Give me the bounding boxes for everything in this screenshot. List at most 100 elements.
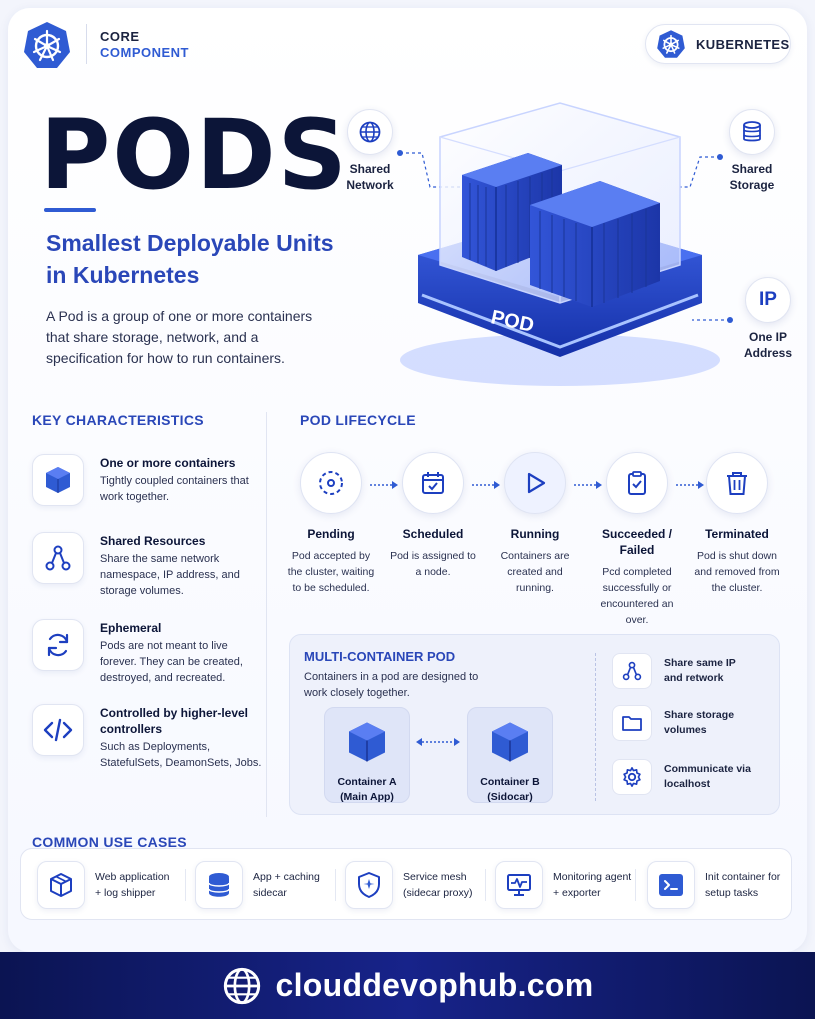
cube-icon: [492, 722, 528, 762]
use-case-text: Web application+ log shipper: [95, 871, 170, 899]
characteristics-heading: KEY CHARACTERISTICS: [32, 412, 204, 428]
database-icon: [195, 861, 243, 909]
monitor-pulse-icon: [495, 861, 543, 909]
shared-storage-label: Shared Storage: [729, 162, 775, 192]
brand-divider: [86, 24, 87, 64]
arrow-right-icon: [676, 481, 704, 489]
brand-line2: COMPONENT: [100, 45, 189, 60]
kubernetes-small-icon: [657, 30, 685, 58]
use-case-divider: [335, 869, 336, 901]
footer-bar: clouddevophub.com: [0, 952, 815, 1019]
use-cases-panel: Web application+ log shipper App + cachi…: [20, 848, 792, 920]
characteristic-title: One or more containers: [100, 456, 236, 470]
lifecycle-stage-pending: Pending Pod accepted by the cluster, wai…: [286, 452, 376, 596]
gear-icon: [612, 759, 652, 795]
shared-network-feature: Shared Network: [340, 109, 400, 193]
pod-illustration: POD Shared N: [330, 95, 805, 400]
kubernetes-logo-icon: [24, 22, 70, 68]
use-case-divider: [485, 869, 486, 901]
container-a-card: Container A (Main App): [324, 707, 410, 803]
ip-icon: IP: [745, 277, 791, 323]
folder-icon: [612, 705, 652, 741]
stage-desc: Containers are created and running.: [500, 550, 570, 594]
characteristic-desc: Such as Deployments, StatefulSets, Deamo…: [100, 741, 262, 769]
use-case-text: Monitoring agent+ exporter: [553, 871, 632, 899]
use-case-text: Service mesh(sidecar proxy): [403, 871, 473, 899]
brand-label: CORE COMPONENT: [100, 29, 189, 61]
stage-name: Scheduled: [402, 527, 464, 541]
lifecycle-stage-terminated: Terminated Pod is shut down and removed …: [692, 452, 782, 596]
cube-icon: [349, 722, 385, 762]
terminal-icon: [647, 861, 695, 909]
calendar-icon: [402, 452, 464, 514]
one-ip-feature: IP One IP Address: [740, 277, 796, 361]
pod-graphic: POD: [397, 102, 733, 386]
arrow-right-icon: [370, 481, 398, 489]
stage-name: Succeeded / Failed: [601, 527, 673, 557]
lifecycle-stage-running: Running Containers are created and runni…: [490, 452, 580, 596]
refresh-icon: [32, 619, 84, 671]
characteristic-title: Shared Resources: [100, 534, 206, 548]
characteristic-desc: Share the same network namespace, IP add…: [100, 553, 240, 597]
clipboard-check-icon: [606, 452, 668, 514]
characteristic-desc: Tightly coupled containers that work tog…: [100, 475, 249, 503]
use-case-divider: [185, 869, 186, 901]
arrow-right-icon: [574, 481, 602, 489]
section-divider: [266, 412, 267, 817]
pending-icon: [300, 452, 362, 514]
lifecycle-stage-scheduled: Scheduled Pod is assigned to a node.: [388, 452, 478, 580]
use-case-divider: [635, 869, 636, 901]
badge-label: KUBERNETES: [696, 36, 790, 52]
code-icon: [32, 704, 84, 756]
stage-name: Pending: [307, 527, 355, 541]
website-link[interactable]: clouddevophub.com: [275, 967, 594, 1003]
shared-network-label: Shared Network: [346, 162, 394, 192]
container-a-label: Container A (Main App): [337, 776, 397, 803]
shared-storage-feature: Shared Storage: [720, 109, 784, 193]
share-nodes-icon: [32, 532, 84, 584]
lifecycle-heading: POD LIFECYCLE: [300, 412, 416, 428]
play-icon: [504, 452, 566, 514]
kubernetes-badge: KUBERNETES: [645, 24, 791, 64]
stage-desc: Pcd completed successfully or encountere…: [600, 566, 674, 626]
stage-desc: Pod is shut down and removed from the cl…: [694, 550, 780, 594]
stage-name: Running: [510, 527, 560, 541]
panel-divider: [595, 653, 596, 801]
shield-icon: [345, 861, 393, 909]
page-subtitle: Smallest Deployable Units in Kubernetes: [46, 230, 334, 288]
use-cases-heading: COMMON USE CASES: [32, 834, 187, 850]
brand-line1: CORE: [100, 29, 140, 44]
stage-desc: Pod accepted by the cluster, waiting to …: [287, 550, 375, 594]
characteristic-title: Ephemeral: [100, 621, 162, 635]
title-underline: [44, 208, 96, 212]
bidirectional-arrow-icon: [416, 738, 460, 746]
multi-container-desc: Containers in a pod are designed to work…: [304, 671, 479, 699]
page-title: PODS: [40, 99, 349, 211]
arrow-right-icon: [472, 481, 500, 489]
globe-icon: [223, 967, 260, 1004]
container-b-label: Container B (Sidocar): [480, 776, 540, 803]
characteristic-desc: Pods are not meant to live forever. They…: [100, 640, 243, 684]
stage-desc: Pod is assigned to a node.: [390, 550, 476, 578]
globe-icon: [347, 109, 393, 155]
multi-container-panel: MULTI-CONTAINER POD Containers in a pod …: [289, 634, 780, 815]
package-icon: [37, 861, 85, 909]
cube-icon: [32, 454, 84, 506]
database-icon: [729, 109, 775, 155]
share-nodes-icon: [612, 653, 652, 689]
container-b-card: Container B (Sidocar): [467, 707, 553, 803]
multi-container-heading: MULTI-CONTAINER POD: [304, 649, 456, 664]
one-ip-label: One IP Address: [743, 330, 793, 360]
trash-icon: [706, 452, 768, 514]
lifecycle-stage-succeeded-failed: Succeeded / Failed Pcd completed success…: [592, 452, 682, 628]
stage-name: Terminated: [705, 527, 769, 541]
